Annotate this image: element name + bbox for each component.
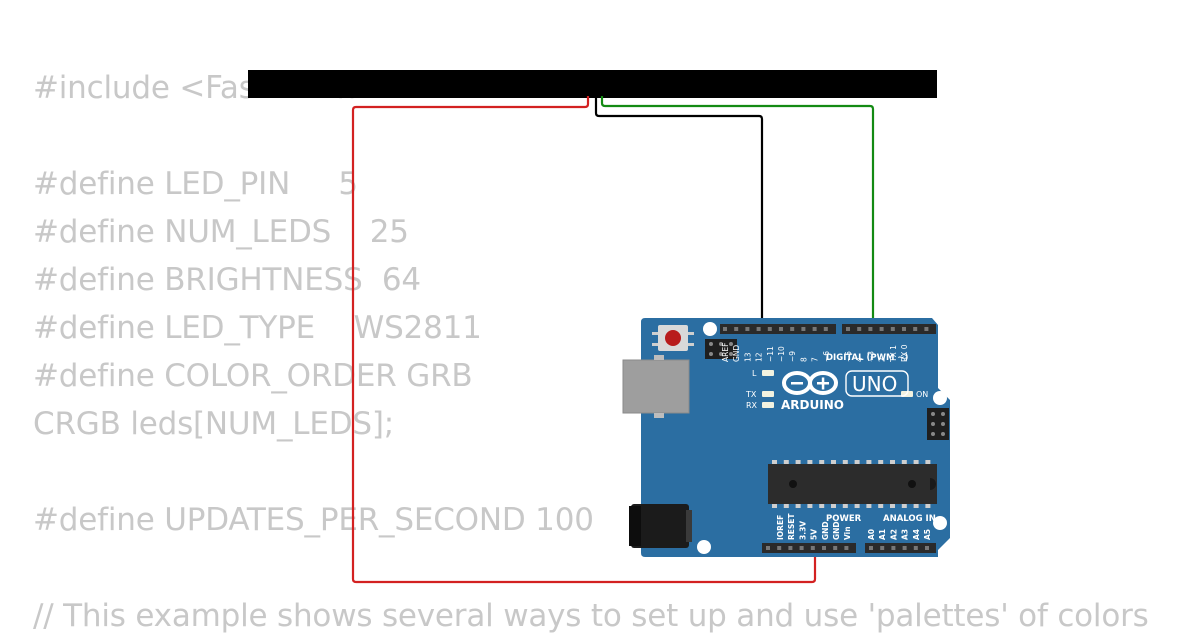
pin-label: ~6: [822, 351, 831, 362]
board-brand: ARDUINO: [781, 398, 844, 412]
pin-label: Vin: [843, 526, 852, 540]
pin-label: A4: [912, 529, 921, 540]
pin-label: GND: [821, 521, 830, 540]
pin-label: ~11: [766, 346, 775, 362]
uno-badge: [845, 370, 909, 397]
pin-label: AREF: [721, 343, 730, 362]
icsp-header-right: [927, 408, 949, 440]
pin-label: 4: [855, 357, 864, 362]
digital-header-label: DIGITAL (PWM ~): [826, 353, 908, 363]
pin-label: A2: [889, 529, 898, 540]
digital-pin-header[interactable]: [720, 324, 936, 334]
analog-header-label: ANALOG IN: [883, 514, 936, 524]
code-line: // This example shows several ways to se…: [33, 598, 1149, 634]
arduino-logo: [782, 371, 838, 395]
code-line: #define BRIGHTNESS 64: [33, 262, 421, 298]
power-jack[interactable]: [629, 504, 692, 548]
led-l-label: L: [752, 369, 757, 378]
led-tx-label: TX: [745, 390, 757, 399]
code-line: #define UPDATES_PER_SECOND 100: [33, 502, 594, 538]
power-header-label: POWER: [826, 514, 862, 524]
pin-label: RX 0: [900, 344, 909, 362]
ground-wire[interactable]: [594, 96, 764, 330]
pin-label: A0: [867, 529, 876, 540]
pin-label: A5: [923, 529, 932, 540]
led-rx-label: RX: [746, 401, 758, 410]
pin-label: RESET: [787, 513, 796, 540]
pin-label: 12: [755, 352, 764, 362]
data-wire[interactable]: [600, 96, 875, 330]
pin-label: 8: [799, 357, 808, 362]
icsp-header: [705, 339, 737, 359]
code-line: #define COLOR_ORDER GRB: [33, 358, 473, 394]
mounting-hole: [933, 391, 947, 405]
power-wire[interactable]: [351, 96, 817, 584]
pin-label: ~3: [866, 351, 875, 362]
board-model: UNO: [852, 372, 897, 396]
pin-label: GND: [732, 345, 741, 362]
code-line: #define NUM_LEDS 25: [33, 214, 409, 250]
power-analog-pin-header[interactable]: [762, 543, 936, 553]
mounting-hole: [703, 322, 717, 336]
pin-label: IOREF: [776, 515, 785, 540]
pin-label: 7: [811, 357, 820, 362]
pin-label: 2: [878, 357, 887, 362]
atmega-chip: [768, 460, 937, 508]
code-line: #define LED_TYPE WS2811: [33, 310, 482, 346]
pin-label: A1: [878, 529, 887, 540]
mounting-hole: [697, 540, 711, 554]
pin-label: ~9: [788, 351, 797, 362]
mounting-hole: [933, 516, 947, 530]
pin-label: TX 1: [889, 345, 898, 363]
code-line: CRGB leds[NUM_LEDS];: [33, 406, 395, 442]
pin-label: 13: [743, 352, 752, 362]
led-on-label: ON: [916, 390, 928, 399]
pin-label: 5V: [810, 529, 819, 540]
led-strip[interactable]: [248, 70, 937, 98]
pin-label: GND: [832, 521, 841, 540]
pin-label: 3.3V: [798, 521, 807, 540]
reset-button[interactable]: [665, 330, 681, 346]
usb-connector[interactable]: [622, 359, 690, 414]
pin-label: ~5: [844, 351, 853, 362]
pin-label: A3: [901, 529, 910, 540]
pin-label: ~10: [777, 346, 786, 362]
